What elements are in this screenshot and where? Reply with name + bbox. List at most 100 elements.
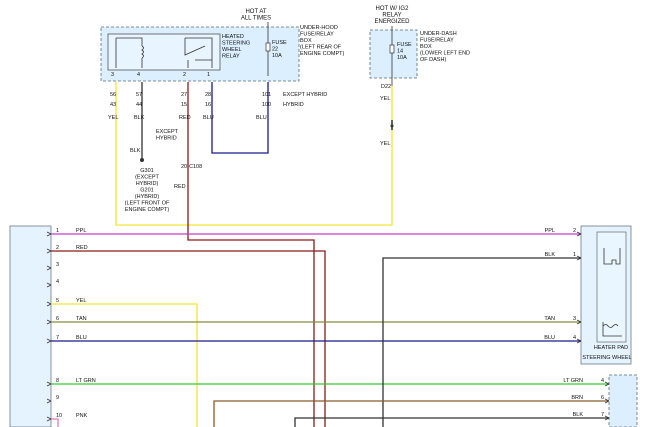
blk-wire-lower: [294, 417, 609, 427]
relay-lower-pin-44: 44: [136, 102, 142, 108]
right-pin-0: 2: [573, 228, 576, 234]
right-pin-1: 1: [573, 252, 576, 258]
brn-wire: [213, 400, 609, 427]
left-pin-1: 1: [56, 228, 59, 234]
relay-wires: [115, 82, 394, 427]
underdash-fuse-relay-box: [369, 29, 418, 79]
left-pin-terminal-icon: [46, 416, 52, 422]
right-pin-3: 4: [573, 335, 576, 341]
left-pin-9: 9: [56, 395, 59, 401]
pin-20-label: 20: [181, 164, 187, 170]
heated-steering-wheel-relay: [107, 33, 221, 71]
heater-pad-element-icon: [603, 248, 621, 265]
yel-splice-dot: [390, 124, 394, 128]
left-wire-color-7: BLU: [76, 335, 87, 341]
left-pin-terminal-icon: [46, 398, 52, 404]
left-pin-terminal-icon: [46, 248, 52, 254]
relay-lower-pin-16: 16: [205, 102, 211, 108]
right-wire-color-4: LT GRN: [563, 378, 583, 384]
harness-wire-7: [51, 418, 59, 427]
left-pin-2: 2: [56, 245, 59, 251]
relay-out-pin-56: 56: [110, 92, 116, 98]
right-pin-terminal-icon: [604, 381, 610, 387]
red-wire: [187, 82, 315, 427]
relay-wire-color-0: YEL: [108, 115, 118, 121]
pin-101-label: 101: [262, 92, 271, 98]
right-pin-terminal-icon: [576, 319, 582, 325]
relay-out-pin-27: 27: [181, 92, 187, 98]
fuse-14-icon: [389, 44, 395, 54]
relay-out-pin-57: 57: [136, 92, 142, 98]
heater-pad-box: [596, 231, 627, 343]
pin-100-label: 100: [262, 102, 271, 108]
red-wire-label: RED: [174, 184, 186, 190]
right-pin-5: 6: [601, 395, 604, 401]
left-wire-color-6: TAN: [76, 316, 87, 322]
relay-pin-1: 1: [207, 72, 210, 78]
left-wire-color-10: PNK: [76, 413, 88, 419]
left-pin-terminal-icon: [46, 282, 52, 288]
right-pin-terminal-icon: [576, 338, 582, 344]
left-pin-10: 10: [56, 413, 62, 419]
right-pin-terminal-icon: [576, 255, 582, 261]
lower-right-connector-box: [608, 374, 638, 427]
right-pin-6: 7: [601, 412, 604, 418]
relay-pin-4: 4: [137, 72, 140, 78]
left-pin-6: 6: [56, 316, 59, 322]
blu-wire: [211, 82, 269, 154]
left-pin-4: 4: [56, 279, 59, 285]
fuse-22-icon: [265, 42, 271, 52]
relay-out-pin-28: 28: [205, 92, 211, 98]
left-wire-color-8: LT GRN: [76, 378, 96, 384]
relay-wire-color-1: BLK: [134, 115, 145, 121]
left-pin-terminal-icon: [46, 231, 52, 237]
right-wire-color-6: BLK: [573, 412, 584, 418]
right-pin-2: 3: [573, 316, 576, 322]
right-pin-terminal-icon: [604, 398, 610, 404]
c108-connector-label: C108: [189, 164, 202, 170]
d22-connector-label: D22: [381, 84, 391, 90]
relay-pin-2: 2: [183, 72, 186, 78]
right-wire-color-2: TAN: [544, 316, 555, 322]
left-wire-color-2: RED: [76, 245, 88, 251]
right-wire-color-1: BLK: [545, 252, 556, 258]
heater-pad-label: HEATER PAD: [594, 345, 628, 351]
left-pin-5: 5: [56, 298, 59, 304]
relay-lower-pin-43: 43: [110, 102, 116, 108]
right-wire-color-5: BRN: [571, 395, 583, 401]
right-pin-terminal-icon: [576, 231, 582, 237]
yel-wire-label-2: YEL: [380, 141, 390, 147]
blk-wire-label: BLK: [130, 148, 141, 154]
ground-icon: [140, 158, 144, 162]
yel-wire-label-1: YEL: [380, 96, 390, 102]
left-pin-terminal-icon: [46, 319, 52, 325]
left-control-module: [9, 225, 52, 427]
relay-lower-pin-15: 15: [181, 102, 187, 108]
except-hybrid-label: EXCEPT HYBRID: [283, 92, 327, 98]
relay-pin-3: 3: [111, 72, 114, 78]
yel-wire: [115, 82, 393, 226]
relay-pins: 3 4 2 1: [111, 72, 210, 78]
left-pin-terminal-icon: [46, 381, 52, 387]
harness-wires: [51, 233, 609, 427]
relay-internals: [115, 37, 213, 68]
harness-wire-3: [51, 303, 198, 427]
right-pin-terminal-icon: [604, 415, 610, 421]
left-pin-terminal-icon: [46, 338, 52, 344]
relay-wire-color-2: RED: [179, 115, 191, 121]
left-wire-color-1: PPL: [76, 228, 86, 234]
left-wire-color-5: YEL: [76, 298, 86, 304]
blu-wire-label: BLU: [256, 115, 267, 121]
left-pin-terminal-icon: [46, 301, 52, 307]
